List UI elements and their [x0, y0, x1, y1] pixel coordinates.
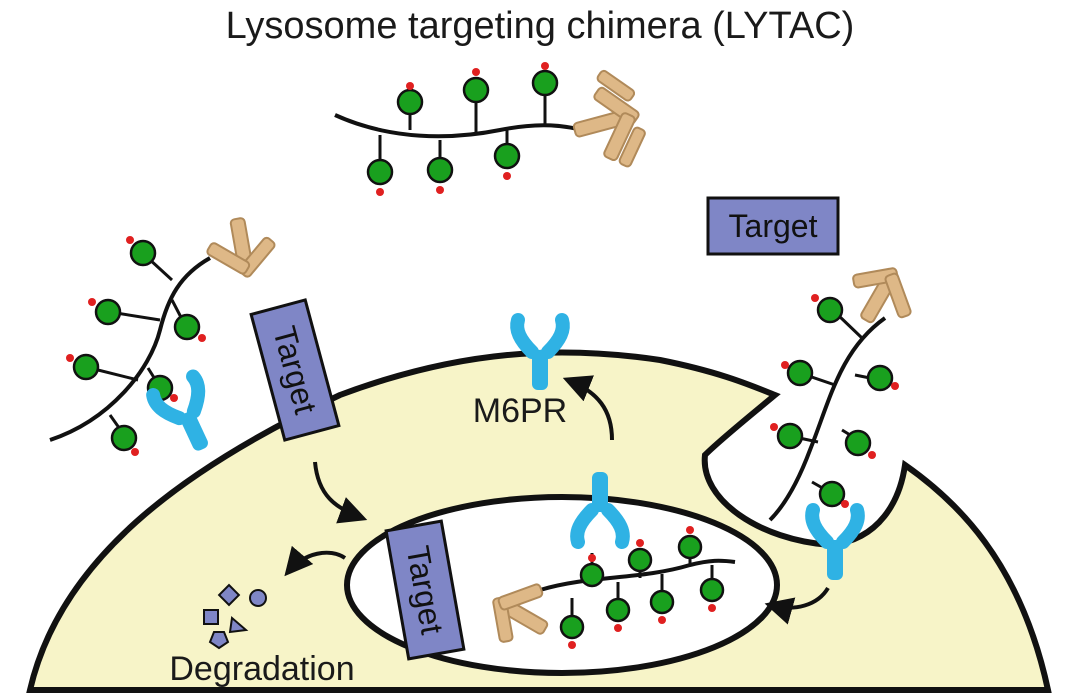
glycan-icon — [396, 88, 424, 116]
antibody-left — [206, 217, 276, 278]
lytac-chain-right — [768, 294, 899, 522]
target-box-endosome: Target — [384, 519, 466, 661]
antibody-right — [852, 267, 912, 324]
diagram-title: Lysosome targeting chimera (LYTAC) — [225, 5, 855, 47]
antibody-icon — [572, 69, 646, 168]
lytac-chain-endosome — [539, 526, 736, 649]
arrow-recycling — [562, 375, 614, 441]
arrow-internalization — [313, 461, 368, 524]
antibody-endosome — [492, 583, 549, 643]
lytac-chain-left — [49, 236, 211, 456]
lytac-chain-free — [334, 62, 591, 196]
arrow-to-degradation — [284, 545, 347, 577]
degradation-fragments-icon — [203, 583, 267, 650]
degradation-label: Degradation — [169, 650, 354, 688]
m6pr-receptor-endosome — [570, 472, 630, 549]
target-label-free: Target — [729, 208, 818, 244]
target-box-left: Target — [249, 298, 341, 442]
m6pr-label: M6PR — [473, 392, 567, 430]
m6pr-receptor-left — [146, 369, 208, 451]
m6pr-receptor-icon — [510, 313, 570, 390]
arrow-into-endosome — [764, 586, 830, 625]
m6pr-receptor-right — [805, 503, 865, 580]
target-box-free: Target — [706, 196, 840, 256]
